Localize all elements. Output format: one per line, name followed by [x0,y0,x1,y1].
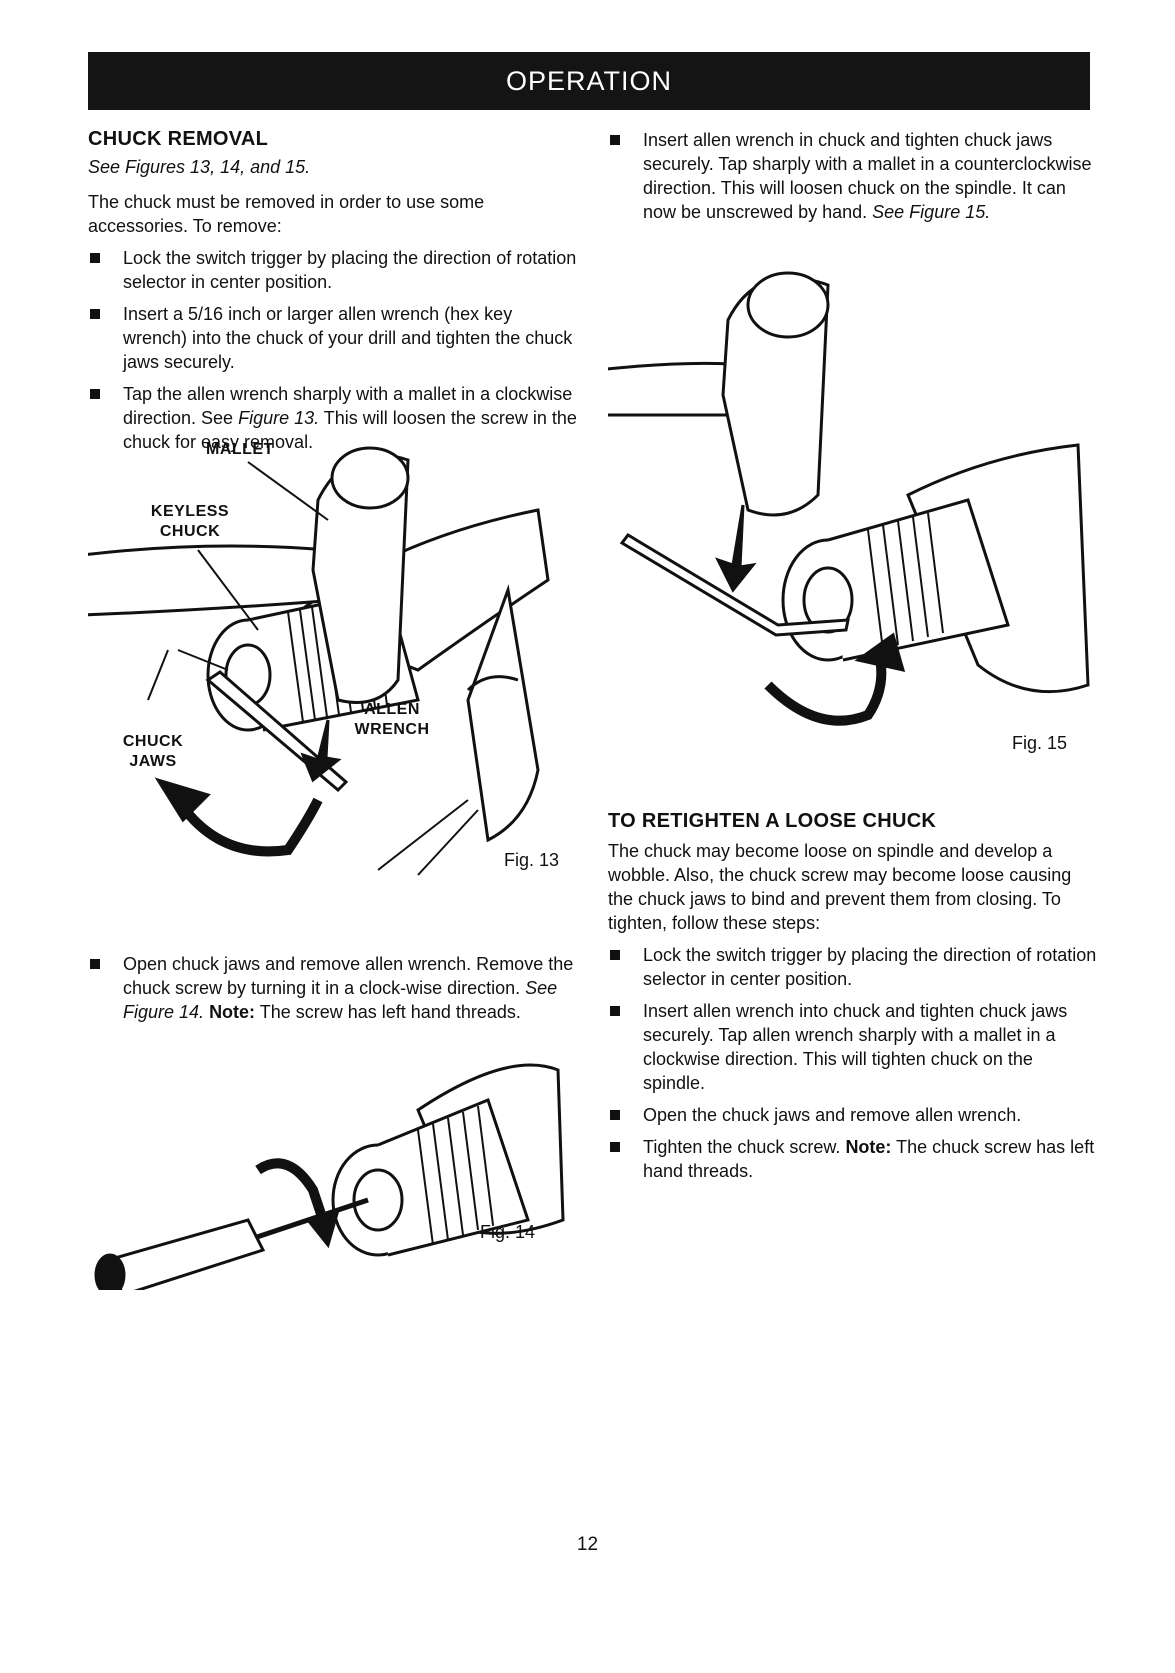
retighten-steps: Lock the switch trigger by placing the d… [608,943,1098,1183]
removal-steps: Lock the switch trigger by placing the d… [88,246,578,454]
list-item: Lock the switch trigger by placing the d… [88,246,578,294]
list-item: Insert allen wrench into chuck and tight… [608,999,1098,1095]
list-item: Tap the allen wrench sharply with a mall… [88,382,578,454]
drill-screwdriver-illustration [94,1063,565,1290]
section-header: OPERATION [88,52,1090,110]
list-item: Open the chuck jaws and remove allen wre… [608,1103,1098,1127]
bullet-icon [610,1142,620,1152]
drill-mallet-illustration [88,446,550,876]
bullet-icon [90,253,100,263]
chuck-removal-section: CHUCK REMOVAL See Figures 13, 14, and 15… [88,128,578,462]
drill-allen-wrench-illustration [608,271,1090,726]
bullet-icon [90,959,100,969]
figure-caption: Fig. 14 [480,1222,536,1242]
list-item: Tighten the chuck screw. Note: The chuck… [608,1135,1098,1183]
bullet-icon [90,309,100,319]
callout-mallet: MALLET [206,441,274,458]
retighten-section: TO RETIGHTEN A LOOSE CHUCK The chuck may… [608,810,1098,1191]
figure-link: See Figure 15. [872,202,991,222]
callout-allen-wrench: ALLEN WRENCH [354,701,430,738]
bullet-icon [610,1110,620,1120]
figure-caption: Fig. 15 [1012,733,1068,753]
figure-caption: Fig. 13 [504,850,560,870]
list-item: Insert allen wrench in chuck and tighten… [608,128,1098,224]
figure-14: Fig. 14 [88,1060,578,1330]
figure-13: MALLET KEYLESS CHUCK CHUCK JAWS ALLEN WR… [88,440,578,920]
remove-screw-step: Open chuck jaws and remove allen wrench.… [88,952,578,1032]
loosen-chuck-step: Insert allen wrench in chuck and tighten… [608,128,1098,232]
list-item: Insert a 5/16 inch or larger allen wrenc… [88,302,578,374]
intro-paragraph: The chuck must be removed in order to us… [88,192,485,236]
bullet-icon [610,135,620,145]
figure-link: Figure 13. [238,408,320,428]
bullet-icon [610,950,620,960]
section-title: OPERATION [505,65,673,96]
bullet-icon [90,389,100,399]
callout-chuck-jaws: CHUCK JAWS [122,733,184,770]
list-item: Open chuck jaws and remove allen wrench.… [88,952,578,1024]
retighten-intro: The chuck may become loose on spindle an… [608,841,1072,933]
callout-keyless-chuck: KEYLESS CHUCK [150,503,230,540]
figure-15: Fig. 15 [608,265,1098,805]
list-item: Lock the switch trigger by placing the d… [608,943,1098,991]
figure-reference: See Figures 13, 14, and 15. [88,157,311,177]
chuck-removal-title: CHUCK REMOVAL [88,128,269,150]
figure-link: See Figure 14. [123,978,558,1022]
page-number: 12 [576,1534,599,1555]
retighten-title: TO RETIGHTEN A LOOSE CHUCK [608,810,937,832]
bullet-icon [610,1006,620,1016]
